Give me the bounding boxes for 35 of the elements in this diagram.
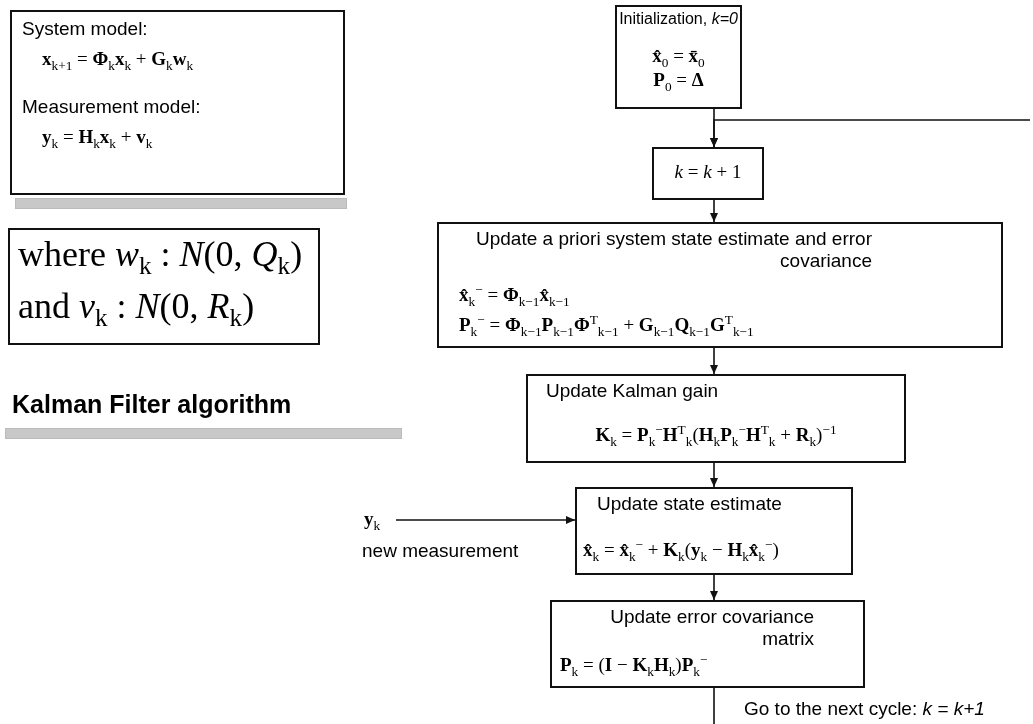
arrow — [710, 574, 718, 601]
formula: y$_{k}$ = H$_{k}$x$_{k}$ + v$_{k}$ — [42, 126, 153, 152]
arrow — [395, 516, 576, 524]
box-heading: Update state estimate — [597, 493, 782, 515]
formula: where w$_{k}$ : N(0, Q$_{k}$) — [18, 234, 303, 282]
input-label: y$_{k}$ — [364, 508, 381, 534]
process-box — [437, 222, 1003, 348]
arrow — [710, 119, 1031, 148]
formula: x̂$_{k}$$^{−}$ = Φ$_{k−1}$x̂$_{k−1}$ — [459, 282, 570, 310]
formula: x̂$_{0}$ = x̄$_{0}$ — [651, 45, 706, 71]
process-box — [652, 147, 764, 200]
box-heading: Measurement model: — [22, 96, 201, 118]
arrow — [710, 462, 718, 488]
formula: K$_{k}$ = P$_{k}$$^{−}$H$^{T}$$_{k}$(H$_{k}$P$_{k}$$^{−}$H$^{T}$$_{k}$ + R$_{k}$)$^{−1}$ — [594, 422, 838, 450]
process-box — [526, 374, 906, 463]
box-heading: Update error covariance matrix — [609, 606, 814, 650]
box-heading: Update Kalman gain — [546, 380, 719, 402]
process-box — [575, 487, 853, 575]
arrow — [710, 347, 718, 375]
formula: x$_{k+1}$ = Φ$_{k}$x$_{k}$ + G$_{k}$w$_{k}$ — [42, 48, 194, 74]
title: Kalman Filter algorithm — [12, 390, 292, 419]
connector-line — [713, 687, 715, 724]
process-box — [550, 600, 865, 688]
arrow — [710, 199, 718, 223]
box-heading: Update a priori system state estimate and error covariance — [475, 228, 872, 272]
box-heading: System model: — [22, 18, 148, 40]
process-box — [615, 5, 742, 109]
box-heading: Initialization, k=0 — [618, 10, 739, 29]
noise-definition-box — [8, 228, 320, 345]
input-caption: new measurement — [361, 540, 520, 562]
model-box — [10, 10, 345, 195]
formula: x̂$_{k}$ = x̂$_{k}$$^{−}$ + K$_{k}$(y$_{k}$ − H$_{k}$x̂$_{k}$$^{−}$) — [583, 537, 779, 565]
formula: k = k + 1 — [673, 161, 743, 183]
formula: P$_{0}$ = Δ — [652, 69, 705, 95]
formula: and v$_{k}$ : N(0, R$_{k}$) — [18, 286, 255, 334]
